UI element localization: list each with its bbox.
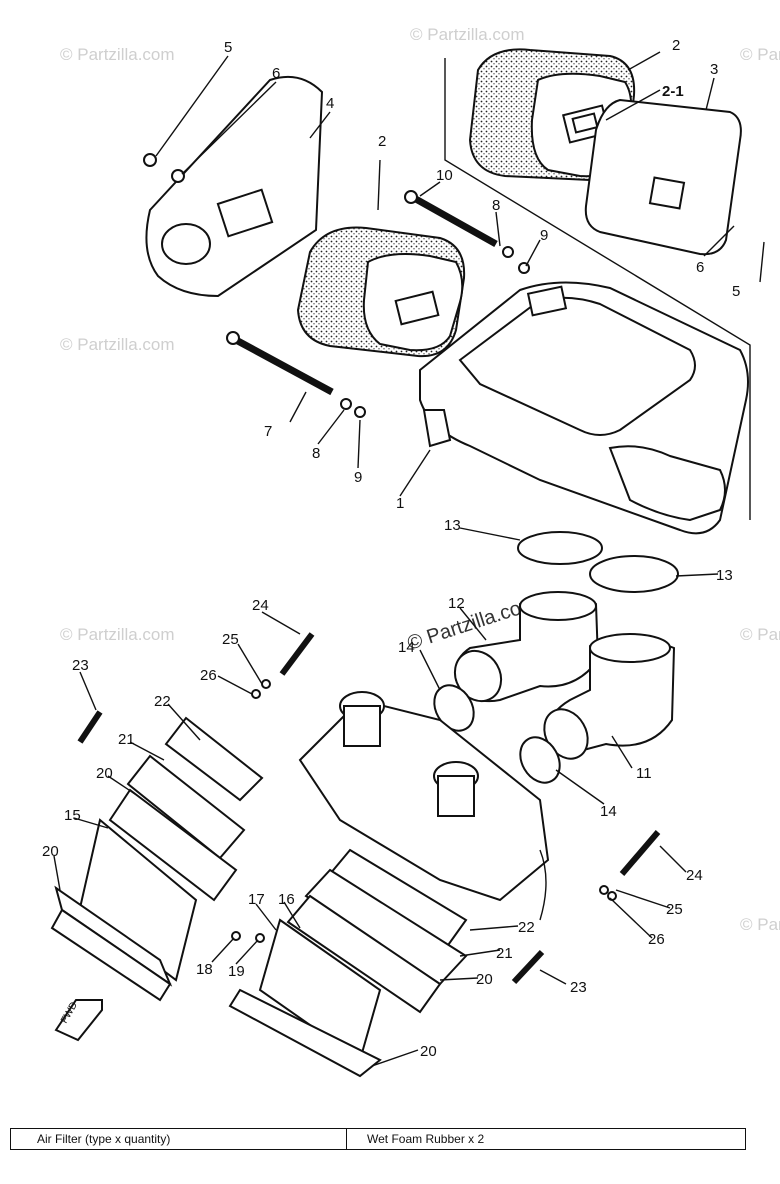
callout-13: 13 — [444, 517, 461, 534]
callout-6: 6 — [272, 65, 280, 82]
long-bolt-10 — [404, 190, 530, 274]
reed-valve-left — [50, 716, 264, 1002]
callout-12: 12 — [448, 595, 465, 612]
callout-3: 3 — [710, 61, 718, 78]
watermark-text: © Partzilla.com — [410, 25, 525, 44]
callout-8: 8 — [312, 445, 320, 462]
callout-2: 2 — [378, 133, 386, 150]
watermark-text: © Partzilla.com — [740, 915, 780, 934]
callout-14: 14 — [600, 803, 617, 820]
air-box — [419, 281, 749, 535]
callout-23: 23 — [72, 657, 89, 674]
callout-9: 9 — [540, 227, 548, 244]
spec-value: Wet Foam Rubber x 2 — [367, 1132, 485, 1146]
small-bolts — [77, 632, 661, 985]
callout-20: 20 — [476, 971, 493, 988]
callout-15: 15 — [64, 807, 81, 824]
callout-25: 25 — [666, 901, 683, 918]
callout-2: 2 — [672, 37, 680, 54]
watermark-text: © Partzilla.com — [60, 335, 175, 354]
callout-21: 21 — [496, 945, 513, 962]
callout-24: 24 — [686, 867, 703, 884]
watermark-text: © Partzilla.com — [740, 45, 780, 64]
callout-26: 26 — [200, 667, 217, 684]
carburetor-joint-12 — [453, 591, 600, 703]
callout-labels: 5 6 4 2 2 2-1 3 10 8 9 6 5 7 8 9 1 13 13… — [42, 37, 740, 1060]
hose-clamp-13 — [517, 531, 679, 593]
watermark-text: © Partzilla.com — [60, 45, 175, 64]
callout-20: 20 — [42, 843, 59, 860]
callout-17: 17 — [248, 891, 265, 908]
callout-9: 9 — [354, 469, 362, 486]
callout-4: 4 — [326, 95, 334, 112]
callout-10: 10 — [436, 167, 453, 184]
band-clamp-14 — [433, 684, 561, 784]
reed-valve-right — [228, 848, 468, 1078]
callout-13: 13 — [716, 567, 733, 584]
carburetor-joint-11 — [543, 633, 676, 760]
callout-11: 11 — [636, 765, 652, 782]
spec-table: Air Filter (type x quantity) Wet Foam Ru… — [10, 1128, 746, 1150]
watermark-text: © Partzilla.com — [60, 625, 175, 644]
callout-25: 25 — [222, 631, 239, 648]
callout-18: 18 — [196, 961, 213, 978]
callout-24: 24 — [252, 597, 269, 614]
callout-5: 5 — [224, 39, 232, 56]
long-bolt-7 — [226, 331, 366, 418]
callout-8: 8 — [492, 197, 500, 214]
callout-22: 22 — [154, 693, 171, 710]
callout-2-1: 2-1 — [662, 83, 684, 100]
callout-23: 23 — [570, 979, 587, 996]
spec-label: Air Filter (type x quantity) — [11, 1129, 347, 1149]
air-box-cover — [143, 76, 324, 298]
callout-21: 21 — [118, 731, 135, 748]
air-filter-plate — [584, 98, 742, 256]
callout-20: 20 — [96, 765, 113, 782]
callout-14: 14 — [398, 639, 415, 656]
callout-26: 26 — [648, 931, 665, 948]
callout-5: 5 — [732, 283, 740, 300]
watermark-text: © Partzilla.com — [740, 625, 780, 644]
carburetor-assembly — [298, 691, 550, 921]
callout-6: 6 — [696, 259, 704, 276]
callout-20: 20 — [420, 1043, 437, 1060]
callout-22: 22 — [518, 919, 535, 936]
callout-19: 19 — [228, 963, 245, 980]
leader-lines — [53, 51, 765, 1067]
callout-1: 1 — [396, 495, 404, 512]
fwd-arrow-icon: FWD — [54, 999, 103, 1042]
callout-16: 16 — [278, 891, 295, 908]
air-filter-element-lower — [296, 226, 466, 358]
callout-7: 7 — [264, 423, 272, 440]
